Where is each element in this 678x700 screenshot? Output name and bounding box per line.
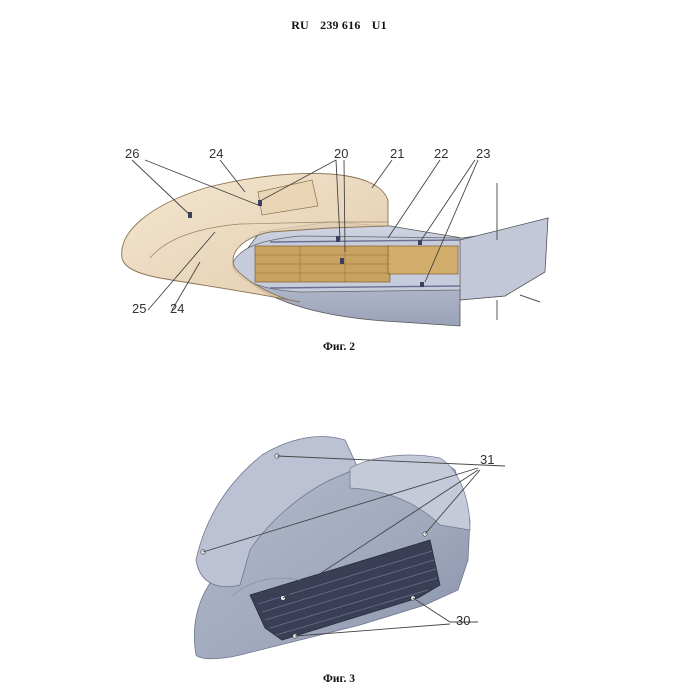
canopy-shape [121,172,389,303]
shell-left-lobe [195,436,359,588]
patent-country: RU [291,18,309,32]
callout-25: 25 [132,301,146,316]
callout-21: 21 [390,146,404,161]
figure-3-caption: Фиг. 3 [323,673,355,685]
figure-3-leaders [202,455,506,637]
patent-number: 239 616 [320,18,361,32]
callout-26: 26 [125,146,139,161]
canopy-inner-edge [149,221,388,259]
figure-2-caption: Фиг. 2 [323,341,355,353]
callout-31: 31 [480,452,494,467]
callout-20: 20 [334,146,348,161]
patent-header: RU 239 616 U1 [0,18,678,33]
figure-3-body [193,436,471,660]
vent-slats [257,550,438,636]
floor-bed-rear [387,245,459,275]
callout-30: 30 [456,613,470,628]
callout-24-top: 24 [209,146,223,161]
figure-2-body [121,172,549,327]
callout-22: 22 [434,146,448,161]
canopy-hatch [257,179,319,216]
shell-right-hood [349,454,471,531]
callout-23: 23 [476,146,490,161]
callout-24-bottom: 24 [170,301,184,316]
figure-2-leaders [131,159,479,311]
rear-panel [459,217,549,301]
patent-kind: U1 [371,18,387,32]
air-vent-grille [249,539,441,641]
